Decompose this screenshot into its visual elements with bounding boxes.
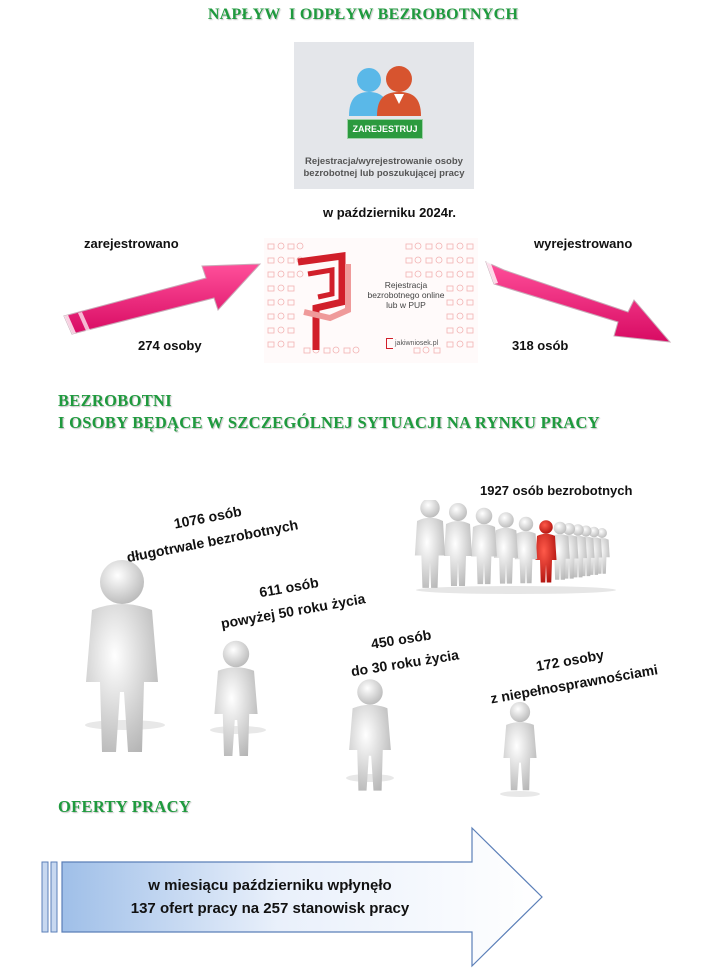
register-caption-line2: bezrobotnej lub poszukującej pracy — [303, 168, 465, 179]
online-registration-card[interactable]: Rejestracja bezrobotnego online lub w PU… — [264, 238, 478, 363]
section-title-line1: BEZROBOTNI — [58, 391, 172, 410]
crowd-figures-icon — [414, 500, 616, 594]
unemployed-total: 1927 osób bezrobotnych — [480, 483, 633, 498]
section-title-unemployed: BEZROBOTNI I OSOBY BĘDĄCE W SZCZEGÓLNEJ … — [58, 390, 600, 434]
online-card-line2: bezrobotnego online — [367, 290, 445, 300]
page-title: NAPŁYW I ODPŁYW BEZROBOTNYCH — [207, 6, 519, 23]
online-card-text: Rejestracja bezrobotnego online lub w PU… — [362, 280, 450, 310]
section-title-offers: OFERTY PRACY — [58, 797, 192, 816]
deregistered-label: wyrejestrowano — [534, 236, 633, 251]
doodle-pattern — [267, 242, 474, 354]
deregistered-count: 318 osób — [512, 338, 569, 353]
offers-line1: w miesiącu październiku wpłynęło — [148, 877, 392, 894]
section-title-line2: I OSOBY BĘDĄCE W SZCZEGÓLNEJ SYTUACJI NA… — [58, 413, 600, 432]
outflow-arrow-icon — [485, 261, 672, 343]
registered-label: zarejestrowano — [84, 236, 179, 251]
inflow-arrow-icon — [63, 263, 262, 335]
person-figures-icon — [85, 560, 540, 797]
online-card-brand: jakiwniosek.pl — [386, 338, 438, 349]
p-logo-icon — [297, 252, 351, 350]
online-card-line1: Rejestracja — [384, 280, 428, 290]
brand-logo-icon — [386, 338, 393, 349]
register-caption-line1: Rejestracja/wyrejestrowanie osoby — [305, 156, 463, 167]
brand-name: jakiwniosek.pl — [395, 340, 439, 347]
register-caption: Rejestracja/wyrejestrowanie osoby bezrob… — [294, 156, 474, 180]
online-card-line3: lub w PUP — [386, 300, 426, 310]
register-button[interactable]: ZAREJESTRUJ — [347, 119, 423, 139]
users-icon — [349, 66, 421, 116]
offers-text: w miesiącu październiku wpłynęło 137 ofe… — [70, 874, 470, 920]
offers-line2: 137 ofert pracy na 257 stanowisk pracy — [130, 900, 410, 917]
register-card[interactable]: ZAREJESTRUJ Rejestracja/wyrejestrowanie … — [294, 42, 474, 189]
registered-count: 274 osoby — [138, 338, 202, 353]
period-label: w październiku 2024r. — [323, 205, 456, 220]
offers-arrow-icon — [41, 826, 543, 968]
